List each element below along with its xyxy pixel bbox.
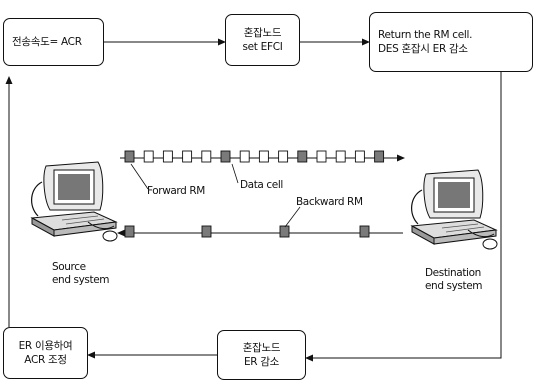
- data-cell: [317, 151, 326, 162]
- forward-rm-label: Forward RM: [147, 185, 205, 198]
- node-top-line-2: set EFCI: [242, 40, 282, 54]
- return-line-1: Return the RM cell.: [378, 28, 472, 42]
- pointer-backward-rm: [285, 207, 300, 227]
- return-line-2: DES 혼잡시 ER 감소: [378, 42, 468, 56]
- acr-adjust-box: ER 이용하여 ACR 조정: [3, 327, 88, 379]
- destination-line-2: end system: [425, 280, 482, 293]
- forward-cells: [125, 151, 384, 162]
- source-line-2: end system: [52, 274, 109, 287]
- backward-rm-cell: [202, 226, 211, 237]
- backward-rm-cell: [360, 226, 369, 237]
- backward-rm-label: Backward RM: [296, 196, 363, 209]
- congested-node-top-box: 혼잡노드 set EFCI: [225, 14, 300, 66]
- pointer-forward-rm: [131, 164, 148, 189]
- data-cell: [163, 151, 172, 162]
- data-cell: [202, 151, 211, 162]
- source-computer-icon: [32, 162, 117, 241]
- source-label: Source end system: [52, 261, 109, 287]
- rate-box: 전송속도= ACR: [3, 18, 104, 66]
- destination-line-1: Destination: [425, 267, 482, 280]
- congested-node-bottom-box: 혼잡노드 ER 감소: [217, 330, 306, 380]
- return-rm-box: Return the RM cell. DES 혼잡시 ER 감소: [369, 12, 533, 72]
- node-bottom-line-1: 혼잡노드: [243, 341, 280, 355]
- forward-rm-cell: [125, 151, 134, 162]
- adjust-line-1: ER 이용하여: [19, 339, 73, 353]
- backward-rm-cell: [125, 226, 134, 237]
- data-cell: [240, 151, 249, 162]
- data-cell: [279, 151, 288, 162]
- data-cell: [355, 151, 364, 162]
- node-bottom-line-2: ER 감소: [244, 355, 279, 369]
- forward-rm-cell: [221, 151, 230, 162]
- adjust-line-2: ACR 조정: [24, 353, 66, 367]
- backward-cells: [125, 226, 369, 237]
- rate-text: 전송속도= ACR: [12, 35, 82, 49]
- data-cell: [259, 151, 268, 162]
- data-cell: [183, 151, 192, 162]
- destination-label: Destination end system: [425, 267, 482, 293]
- forward-rm-cell: [298, 151, 307, 162]
- backward-rm-cell: [280, 226, 289, 237]
- node-top-line-1: 혼잡노드: [244, 26, 281, 40]
- data-cell: [336, 151, 345, 162]
- source-line-1: Source: [52, 261, 109, 274]
- forward-rm-cell: [375, 151, 384, 162]
- data-cell-label: Data cell: [240, 179, 283, 192]
- data-cell: [144, 151, 153, 162]
- destination-computer-icon: [412, 170, 497, 249]
- pointer-data-cell: [232, 164, 238, 183]
